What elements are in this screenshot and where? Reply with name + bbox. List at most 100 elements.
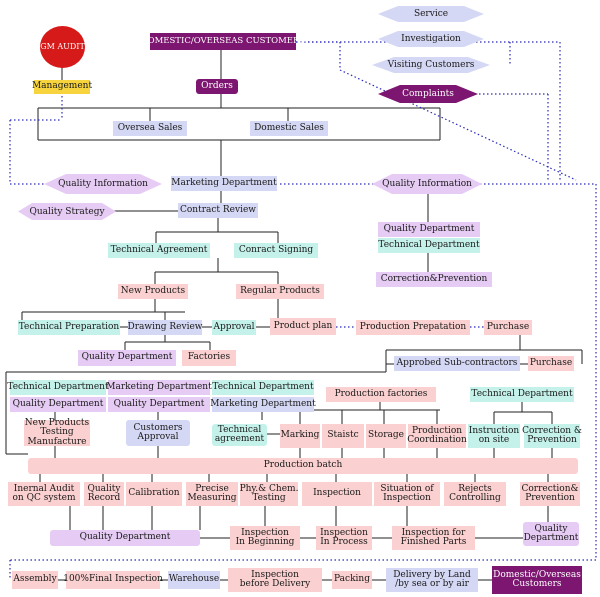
- inspection-before-delivery-line-1: Inspection: [251, 569, 299, 580]
- correction-prevention-right-box: Correction&Prevention: [376, 272, 492, 287]
- situation-of-inspection-line-1: Situation of: [380, 483, 434, 494]
- product-plan-box: Product plan: [270, 318, 336, 335]
- quality-department-1-box: Quality Department: [10, 397, 106, 412]
- technical-agreement-2-line-2: agreement: [214, 434, 265, 444]
- instruction-on-site-line-2: on site: [478, 435, 510, 445]
- quality-department-bottom-box: Quality Department: [50, 530, 200, 546]
- contract-signing-box: Conract Signing: [234, 243, 318, 258]
- customers-approval-line-2: Approval: [137, 432, 179, 442]
- quality-department-right-bottom-line-2: Department: [523, 533, 579, 543]
- quality-information-left-label: Quality Information: [58, 179, 148, 189]
- delivery-box: Delivery by Land /by sea or by air: [386, 568, 478, 592]
- inspection-in-process-box: Inspection In Process: [316, 526, 372, 550]
- warehouse-box: Warehouse: [168, 571, 220, 589]
- marketing-department-2-box: Marketing Department: [106, 380, 212, 395]
- phy-chem-testing-box: Phy.& Chem. Testing: [240, 482, 298, 506]
- inspection-in-beginning-line-1: Inspection: [241, 527, 289, 538]
- technical-department-right-2-box: Technical Department: [470, 387, 574, 402]
- final-inspection-box: 100%Final Inspection: [63, 571, 163, 589]
- factories-box: Factories: [182, 350, 236, 366]
- quality-information-right-label: Quality Information: [382, 179, 472, 189]
- production-factories-box: Production factories: [326, 387, 436, 402]
- new-products-testing-line-3: Manufacture: [27, 436, 87, 447]
- drawing-review-box: Drawing Review: [128, 320, 203, 335]
- production-coordination-line-2: Coordination: [407, 435, 467, 445]
- production-preparation-box: Production Prepatation: [356, 320, 470, 335]
- domestic-sales-box: Domestic Sales: [250, 121, 328, 136]
- precise-measuring-box: Precise Measuring: [186, 482, 238, 506]
- calibration-box: Calibration: [126, 482, 182, 506]
- quality-department-right-bottom-box: Quality Department: [523, 522, 579, 546]
- situation-of-inspection-line-2: Inspection: [383, 493, 431, 503]
- quality-department-right-bottom-line-1: Quality: [534, 523, 568, 534]
- new-products-box: New Products: [118, 284, 188, 299]
- visiting-customers-diamond: Visiting Customers: [372, 57, 490, 73]
- investigation-diamond: Investigation: [378, 31, 484, 47]
- inspection-finished-parts-box: Inspection for Finished Parts: [392, 526, 475, 550]
- correction-prevention-quality-box: Correction& Prevention: [520, 482, 580, 506]
- phy-chem-testing-line-1: Phy.& Chem.: [239, 483, 299, 494]
- technical-department-1-box: Technical Department: [7, 380, 109, 395]
- quality-record-line-1: Quality: [87, 483, 121, 494]
- internal-audit-line-1: Inernal Audit: [13, 483, 75, 494]
- marking-box: Marking: [280, 424, 320, 448]
- management-box: Management: [32, 80, 92, 94]
- production-coordination-box: Production Coordination: [407, 424, 467, 448]
- regular-products-box: Regular Products: [236, 284, 324, 299]
- marketing-department-3-box: Marketing Department: [210, 397, 316, 412]
- approval-box: Approval: [212, 320, 256, 335]
- delivery-line-2: /by sea or by air: [395, 579, 469, 589]
- delivery-line-1: Delivery by Land: [393, 569, 471, 580]
- quality-strategy-diamond: Quality Strategy: [18, 203, 116, 220]
- quality-department-2-box: Quality Department: [108, 397, 210, 412]
- approved-subcontractors-box: Approbed Sub-contractors: [394, 356, 520, 371]
- assembly-box: Assembly: [12, 571, 58, 589]
- complaints-diamond: Complaints: [378, 85, 478, 103]
- instruction-on-site-box: Instruction on site: [468, 424, 520, 448]
- inspection-box: Inspection: [302, 482, 372, 506]
- technical-department-right-box: Technical Department: [378, 238, 480, 253]
- technical-department-3-box: Technical Department: [212, 380, 314, 395]
- internal-audit-box: Inernal Audit on QC system: [8, 482, 80, 506]
- gm-audit-circle: GM AUDIT: [40, 26, 85, 68]
- technical-agreement-2-box: Technical agreement: [212, 424, 267, 446]
- correction-prevention-quality-line-2: Prevention: [525, 493, 575, 503]
- inspection-in-process-line-1: Inspection: [320, 527, 368, 538]
- internal-audit-line-2: on QC system: [12, 493, 76, 503]
- production-batch-bar: Production batch: [28, 458, 578, 474]
- orders-box: Orders: [196, 79, 238, 94]
- inspection-before-delivery-line-2: before Delivery: [239, 579, 311, 589]
- service-diamond: Service: [378, 6, 484, 22]
- quality-department-planning-box: Quality Department: [78, 350, 176, 366]
- inspection-finished-parts-line-2: Finished Parts: [400, 537, 467, 547]
- instruction-on-site-line-1: Instruction: [468, 425, 520, 436]
- technical-agreement-box: Technical Agreement: [108, 243, 210, 258]
- customers-approval-line-1: Customers: [133, 422, 183, 433]
- service-label: Service: [413, 9, 449, 19]
- correction-prevention-quality-line-1: Correction&: [521, 483, 579, 494]
- quality-information-right-diamond: Quality Information: [372, 174, 482, 194]
- rejects-controlling-box: Rejects Controlling: [444, 482, 506, 506]
- new-products-testing-line-2: Testing: [40, 427, 74, 438]
- correction-prevention-production-box: Correction & Prevention: [522, 424, 582, 448]
- technical-agreement-2-line-1: Technical: [217, 424, 262, 435]
- visiting-customers-label: Visiting Customers: [387, 60, 475, 70]
- storage-box: Storage: [366, 424, 406, 448]
- purchase-top-box: Purchase: [484, 320, 532, 335]
- inspection-finished-parts-line-1: Inspection for: [401, 527, 466, 538]
- marketing-department-box: Marketing Department: [171, 176, 277, 191]
- precise-measuring-line-1: Precise: [195, 483, 229, 494]
- quality-record-box: Quality Record: [84, 482, 124, 506]
- customers-bottom-line-2: Customers: [512, 579, 562, 589]
- customers-box-top: DOMESTIC/OVERSEAS CUSTOMERS: [141, 33, 305, 50]
- production-coordination-line-1: Production: [411, 425, 463, 436]
- statistic-box: Staistc: [322, 424, 364, 448]
- rejects-controlling-line-2: Controlling: [449, 493, 501, 503]
- quality-strategy-label: Quality Strategy: [29, 206, 105, 217]
- packing-box: Packing: [332, 571, 372, 589]
- correction-prevention-production-line-2: Prevention: [527, 435, 577, 445]
- precise-measuring-line-2: Measuring: [187, 493, 237, 503]
- inspection-in-beginning-line-2: In Beginning: [235, 537, 295, 547]
- rejects-controlling-line-1: Rejects: [458, 483, 492, 494]
